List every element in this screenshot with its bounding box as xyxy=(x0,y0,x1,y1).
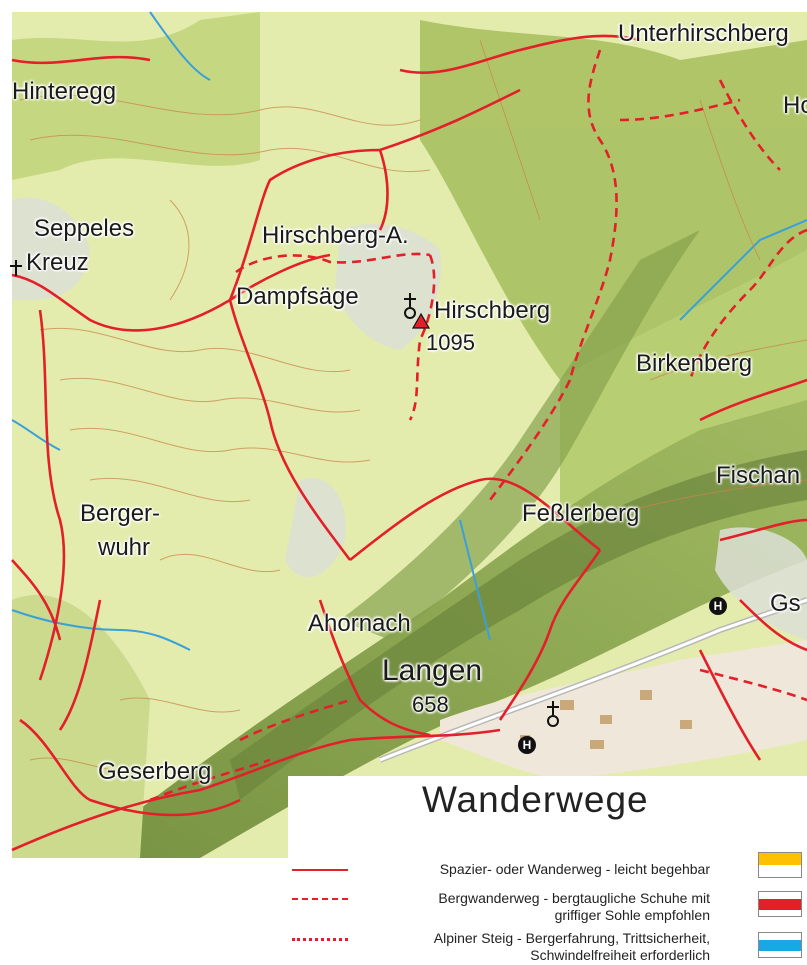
bus-stop-icon: H xyxy=(709,597,727,615)
legend-title: Wanderwege xyxy=(422,779,649,820)
place-label-dampfsaege: Dampfsäge xyxy=(236,283,359,310)
peak-label-hirschberg: Hirschberg xyxy=(434,297,551,324)
place-label-fischan: Fischan xyxy=(716,462,801,489)
legend-panel xyxy=(288,776,807,965)
place-label-ahornach: Ahornach xyxy=(308,610,411,637)
legend-row-2-text: Bergwanderweg - bergtaugliche Schuhe mit… xyxy=(438,890,710,924)
map-left-border xyxy=(0,12,12,858)
place-label-ho: Ho xyxy=(783,92,807,119)
streams xyxy=(11,11,807,651)
place-label-birkenberg: Birkenberg xyxy=(636,350,753,377)
legend-row-1-text: Spazier- oder Wanderweg - leicht begehba… xyxy=(440,861,710,878)
place-label-wuhr: wuhr xyxy=(98,534,151,561)
legend-swatch-blue xyxy=(758,932,802,958)
place-label-gs: Gs xyxy=(770,590,801,617)
place-label-fesslerberg: Feßlerberg xyxy=(522,500,640,527)
legend-line-dotted xyxy=(292,938,348,941)
place-label-langen: Langen xyxy=(382,654,483,687)
chapel-langen-icon xyxy=(547,701,559,727)
map-top-border xyxy=(0,0,807,12)
place-label-geserberg: Geserberg xyxy=(98,758,212,785)
rock-areas xyxy=(12,197,807,640)
place-label-kreuz: Kreuz xyxy=(26,249,89,276)
place-label-unterhirschberg: Unterhirschberg xyxy=(618,20,789,47)
legend-row-3-line1: Alpiner Steig - Bergerfahrung, Trittsich… xyxy=(433,930,710,946)
place-label-seppeles: Seppeles xyxy=(34,215,135,242)
peak-elevation-hirschberg: 1095 xyxy=(426,330,475,355)
place-elevation-langen: 658 xyxy=(412,692,449,717)
wayside-cross-icon xyxy=(10,260,22,276)
legend-row-2-line1: Bergwanderweg - bergtaugliche Schuhe mit xyxy=(438,890,710,906)
contour-lines xyxy=(19,39,807,773)
place-label-berger: Berger- xyxy=(80,500,161,527)
chapel-icons xyxy=(10,260,559,727)
legend-row-1-line1: Spazier- oder Wanderweg - leicht begehba… xyxy=(439,861,710,877)
route-dashed xyxy=(149,49,807,802)
legend-row-2-line2: griffiger Sohle empfohlen xyxy=(554,907,710,923)
bus-stop-icon: H xyxy=(518,736,536,754)
legend-swatch-red xyxy=(758,891,802,917)
chapel-hirschberg-icon xyxy=(404,293,416,319)
place-label-hinteregg: Hinteregg xyxy=(12,78,117,105)
summit-triangle-icon xyxy=(411,312,431,329)
legend-line-dashed xyxy=(292,898,348,900)
place-label-hirschberg-alpe: Hirschberg-A. xyxy=(262,222,409,249)
map-canvas xyxy=(0,0,807,858)
legend-line-solid xyxy=(292,869,348,871)
route-solid xyxy=(11,34,807,852)
legend-row-3-text: Alpiner Steig - Bergerfahrung, Trittsich… xyxy=(434,930,710,964)
legend-row-3-line2: Schwindelfreiheit erforderlich xyxy=(530,947,710,963)
legend-swatch-yellow xyxy=(758,852,802,878)
topographic-map[interactable]: H H Unterhirschberg Hinteregg Ho Seppele… xyxy=(0,0,807,858)
